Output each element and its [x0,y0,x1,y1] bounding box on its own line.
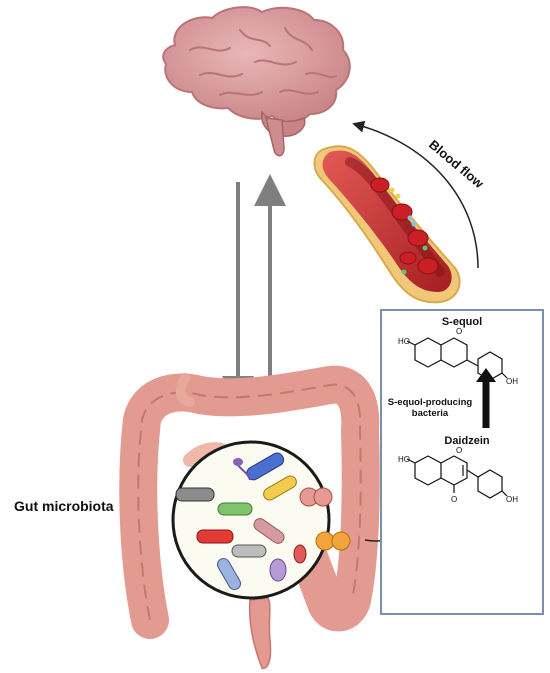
red-blood-cell [399,251,417,265]
blood-flow-label: Blood flow [426,137,487,192]
molecule-dot [389,187,395,193]
blood-flow-arrow [352,120,479,269]
brain-stem [265,117,285,157]
equol-producing-bacterium [315,531,335,551]
svg-text:O: O [456,446,462,455]
enzyme-label: S-equol-producing [388,397,473,408]
daidzein-label: Daidzein [444,435,490,447]
coccus [313,487,333,507]
bacterium [196,529,234,544]
blood-vessel [313,145,461,304]
gut-microbiota-label: Gut microbiota [14,498,114,514]
red-blood-cell [417,257,439,275]
microbiota-magnifier [171,440,331,600]
brain-cerebrum [162,6,351,123]
red-blood-cell [370,177,390,193]
equol-inset: S-equol HO O OH S-equol-producing bacter… [380,309,544,615]
bacterium [293,544,307,564]
molecule-dot [422,245,428,251]
svg-text:OH: OH [506,377,518,386]
equol-producing-bacterium [331,531,351,551]
red-blood-cell [391,203,413,221]
molecule-dot [407,215,413,221]
svg-text:HO: HO [398,455,410,464]
s-equol-label: S-equol [442,316,482,328]
molecule-dot [395,193,401,199]
bacterium [217,502,253,516]
svg-text:bacteria: bacteria [412,408,449,419]
svg-text:O: O [456,327,462,336]
molecule-dot [401,269,407,275]
bacterium [253,518,285,544]
svg-text:HO: HO [398,337,410,346]
svg-text:O: O [451,495,457,504]
svg-text:OH: OH [506,495,518,504]
brain-illustration [162,6,351,157]
bacterium [269,558,287,582]
molecule-dot [411,221,417,227]
rectum [248,597,272,669]
bacterium [175,487,215,502]
bacterium [217,557,241,591]
bacterium [263,475,297,501]
red-blood-cell [407,229,429,247]
bacterium [231,544,267,558]
